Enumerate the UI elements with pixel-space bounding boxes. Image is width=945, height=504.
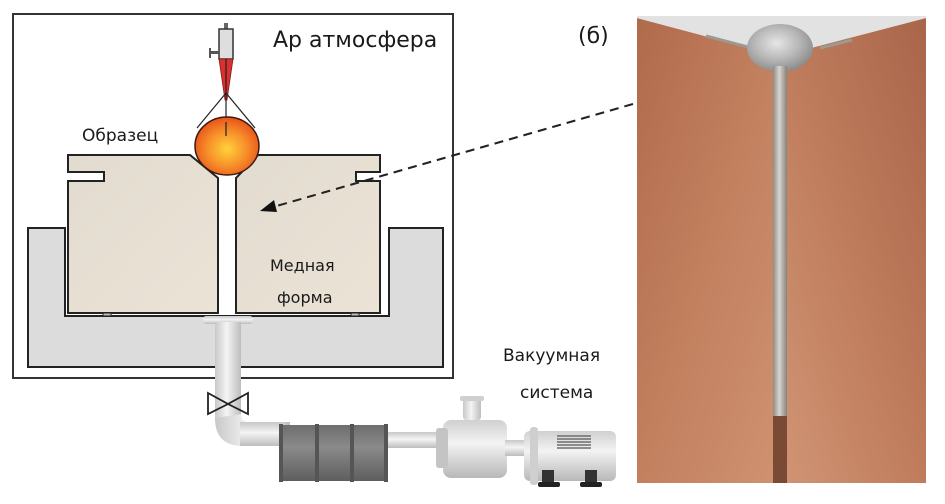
vacuum-pump <box>436 396 531 478</box>
rod-tip <box>773 416 787 483</box>
label-copper-mold-2: форма <box>277 288 333 307</box>
mold-foot-left <box>102 312 112 317</box>
arc-torch <box>196 23 256 136</box>
motor <box>524 427 616 487</box>
label-panel-b: (б) <box>578 24 609 49</box>
label-vacuum-2: система <box>520 383 594 403</box>
label-copper-mold-1: Медная <box>270 256 335 275</box>
label-vacuum-1: Вакуумная <box>503 346 601 366</box>
cast-button <box>747 24 813 72</box>
mold-foot-right <box>350 312 360 317</box>
cast-rod <box>773 66 787 416</box>
dashed-arrow <box>260 103 634 212</box>
label-sample: Образец <box>82 126 159 146</box>
suction-pipe <box>203 316 440 448</box>
label-atmosphere: Ар атмосфера <box>273 28 438 53</box>
filter <box>279 424 388 482</box>
molten-sample <box>194 116 260 176</box>
valve-icon <box>207 391 249 416</box>
photo-panel <box>637 16 926 483</box>
mold-holder <box>27 227 444 368</box>
